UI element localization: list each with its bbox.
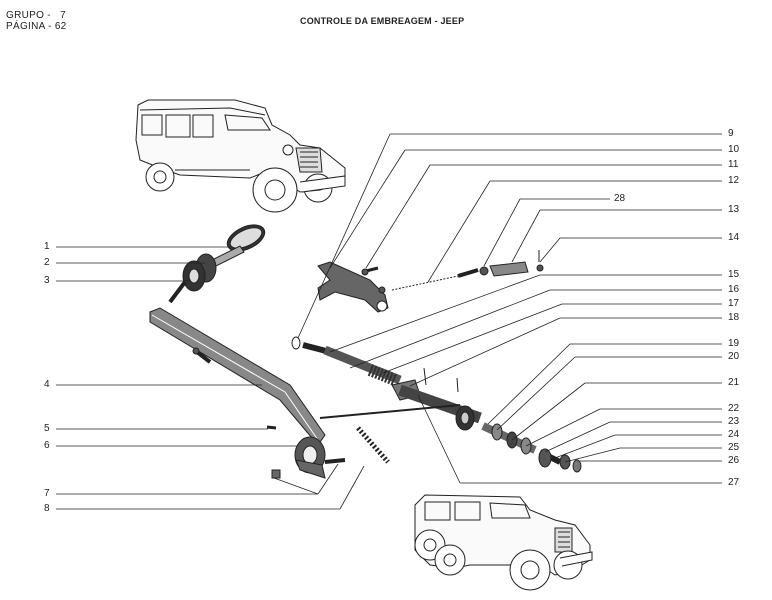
callout-17: 17 — [728, 298, 740, 309]
callout-6: 6 — [44, 440, 50, 451]
jeep-illustration-bottom — [414, 494, 593, 591]
pedal-assembly — [149, 224, 390, 479]
callout-12: 12 — [728, 175, 740, 186]
callout-22: 22 — [728, 403, 740, 414]
callout-19: 19 — [728, 338, 740, 349]
callout-16: 16 — [728, 284, 740, 295]
leader-lines-right — [297, 133, 722, 484]
callout-9: 9 — [728, 128, 734, 139]
page-title: CONTROLE DA EMBREAGEM - JEEP — [300, 16, 465, 26]
cross-shaft-assembly — [291, 336, 582, 473]
callout-7: 7 — [44, 488, 50, 499]
callout-24: 24 — [728, 429, 740, 440]
callout-1: 1 — [44, 241, 50, 252]
callout-25: 25 — [728, 442, 740, 453]
callout-2: 2 — [44, 257, 50, 268]
callout-4: 4 — [44, 379, 50, 390]
callout-11: 11 — [728, 159, 739, 170]
callout-27: 27 — [728, 477, 740, 488]
page-number: PÁGINA - 62 — [6, 21, 67, 32]
leader-lines-left — [56, 246, 365, 510]
callout-18: 18 — [728, 312, 740, 323]
callout-26: 26 — [728, 455, 740, 466]
clutch-fork-assembly — [317, 250, 544, 313]
callout-28: 28 — [614, 193, 626, 204]
callout-5: 5 — [44, 423, 50, 434]
callout-21: 21 — [728, 377, 740, 388]
callout-14: 14 — [728, 232, 740, 243]
callout-13: 13 — [728, 204, 740, 215]
callout-8: 8 — [44, 503, 50, 514]
page-reference: GRUPO - 7 PÁGINA - 62 — [6, 10, 67, 32]
callout-20: 20 — [728, 351, 740, 362]
callout-15: 15 — [728, 269, 740, 280]
group-number: GRUPO - 7 — [6, 10, 66, 21]
callout-10: 10 — [728, 144, 740, 155]
jeep-illustration-top — [135, 99, 346, 213]
callout-3: 3 — [44, 275, 50, 286]
callout-23: 23 — [728, 416, 740, 427]
